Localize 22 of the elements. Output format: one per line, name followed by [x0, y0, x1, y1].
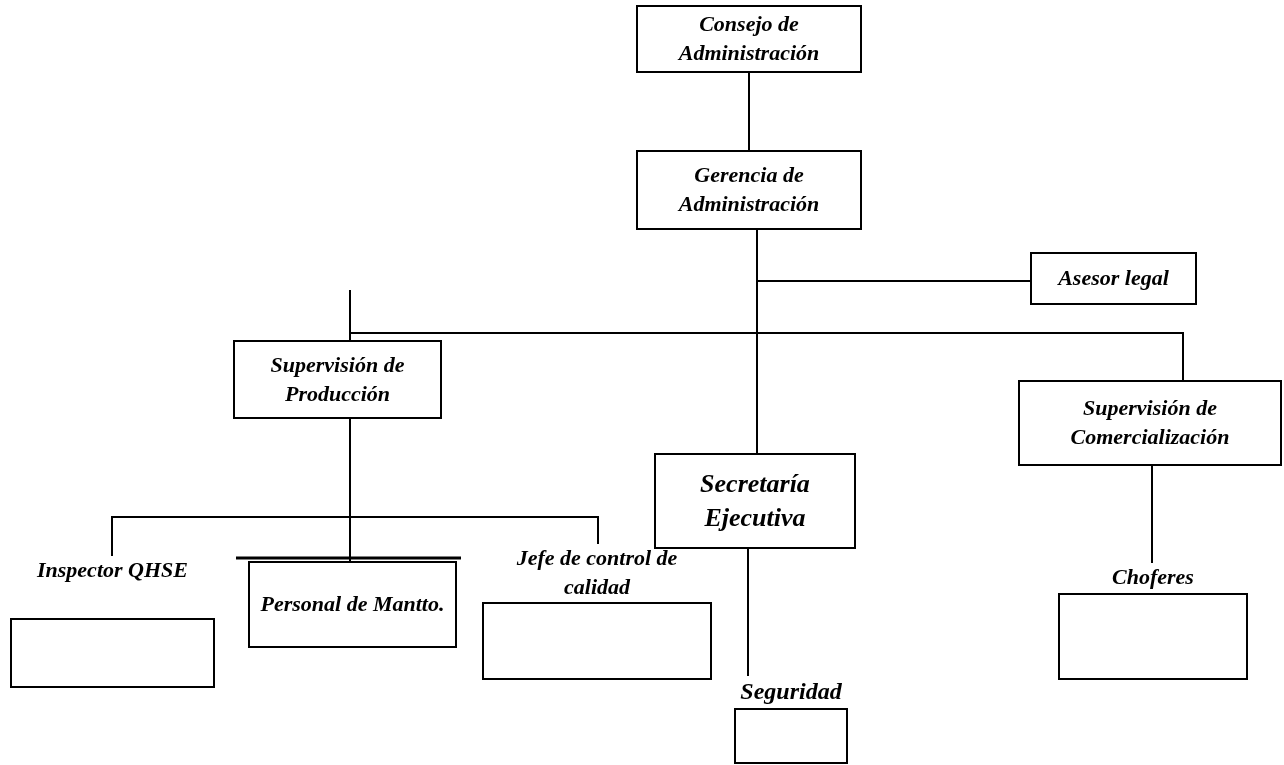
position-title: Asesor legal — [1058, 264, 1169, 293]
org-box — [1030, 252, 1197, 305]
connector-line — [748, 72, 750, 151]
position-title: Supervisión de Producción — [269, 350, 406, 408]
org-box — [233, 340, 442, 419]
connector-line — [349, 418, 599, 545]
org-box — [636, 5, 862, 73]
position-title: Inspector QHSE — [37, 556, 188, 584]
position-title: Choferes — [1112, 563, 1194, 591]
connector-line — [747, 548, 749, 677]
org-box — [654, 453, 856, 549]
position-title: Jefe de control de calidad — [515, 544, 679, 601]
position-title: Supervisión de Comercialización — [1069, 394, 1231, 451]
org-box — [636, 150, 862, 230]
org-box — [248, 561, 457, 648]
position-title: Personal de Mantto. — [260, 590, 445, 619]
position-title: Seguridad — [740, 677, 842, 706]
position-title: Secretaría Ejecutiva — [699, 468, 811, 534]
position-title: Gerencia de Administración — [676, 161, 821, 218]
position-title: Consejo de Administración — [676, 10, 821, 67]
connector-line — [1151, 465, 1153, 564]
org-box — [1018, 380, 1282, 466]
